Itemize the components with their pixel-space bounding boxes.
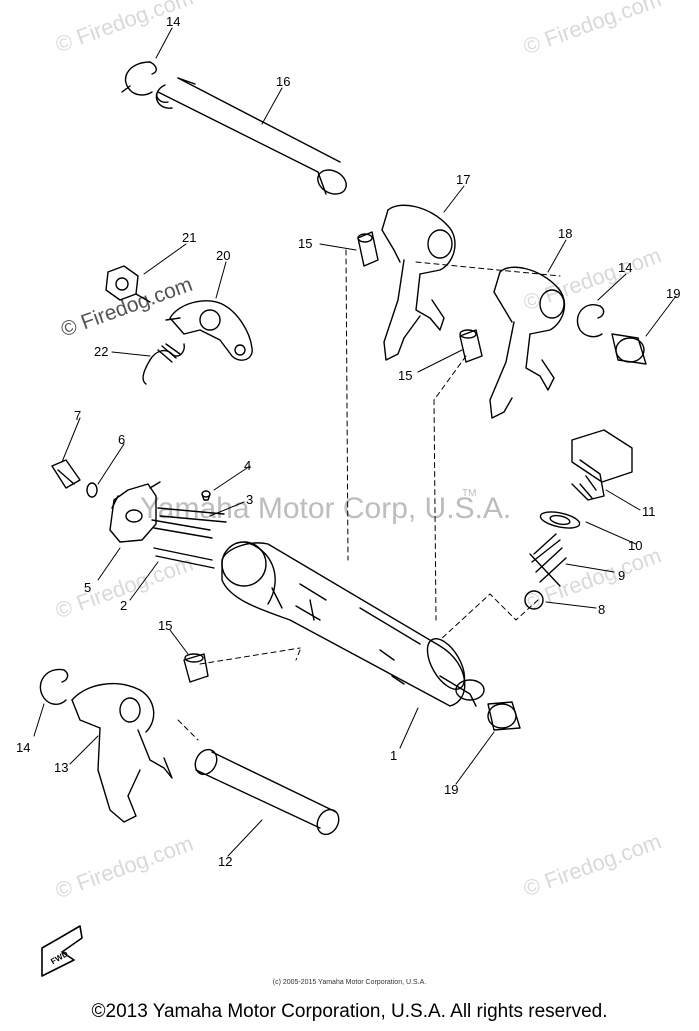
spring-9: [529, 533, 567, 587]
pin-4: [201, 490, 211, 501]
shift-fork-13: [71, 683, 173, 823]
callout-20: 20: [216, 248, 230, 263]
guide-pin-15a: [357, 231, 379, 267]
callout-14b: 14: [618, 260, 632, 275]
callout-14c: 14: [16, 740, 30, 755]
bushing-19a: [611, 333, 647, 365]
circlip-right: [576, 304, 605, 338]
shift-rod-upper: [155, 77, 347, 195]
callout-17: 17: [456, 172, 470, 187]
spring-22: [142, 343, 186, 385]
washer-6: [86, 482, 98, 498]
shift-cam-1: [221, 541, 485, 707]
segment-plate-5: [109, 481, 161, 543]
assembly-lines: [177, 249, 561, 741]
circlip-upper: [121, 61, 157, 96]
callout-9: 9: [618, 568, 625, 583]
callout-21: 21: [182, 230, 196, 245]
bolt-11: [571, 429, 633, 501]
footer-copyright: ©2013 Yamaha Motor Corporation, U.S.A. A…: [91, 1001, 608, 1022]
bushing-19b: [487, 701, 521, 731]
callout-19a: 19: [666, 286, 680, 301]
callout-22: 22: [94, 344, 108, 359]
callout-11: 11: [642, 504, 656, 519]
fwd-arrow-icon: [41, 925, 83, 977]
ball-8: [524, 590, 544, 610]
pins-3: [151, 507, 227, 539]
callout-labels: 14 16 17 15 21 20 18 14 19 22 15 7 6 4 3…: [16, 14, 680, 966]
callout-4: 4: [244, 458, 251, 473]
shift-rod-lower: [194, 748, 340, 836]
callout-5: 5: [84, 580, 91, 595]
callout-2: 2: [120, 598, 127, 613]
guide-pin-15c: [183, 653, 209, 683]
guide-pin-15b: [459, 329, 483, 363]
callout-7: 7: [74, 408, 81, 423]
washer-10: [539, 511, 581, 529]
watermark-tm: TM: [462, 488, 477, 499]
shift-fork-18: [489, 266, 566, 419]
callout-18: 18: [558, 226, 572, 241]
callout-13: 13: [54, 760, 68, 775]
pin-2: [153, 547, 215, 569]
callout-19b: 19: [444, 782, 458, 797]
callout-6: 6: [118, 432, 125, 447]
callout-3: 3: [246, 492, 253, 507]
screw-7: [51, 459, 81, 489]
callout-8: 8: [598, 602, 605, 617]
nut-21: [105, 265, 151, 303]
shift-fork-17: [381, 204, 456, 361]
leader-lines: [33, 27, 677, 857]
callout-15a: 15: [298, 236, 312, 251]
stopper-lever-20: [165, 300, 253, 361]
copyright-small: (c) 2005-2015 Yamaha Motor Corporation, …: [272, 979, 427, 986]
callout-10: 10: [628, 538, 642, 553]
callout-15c: 15: [158, 618, 172, 633]
callout-12: 12: [218, 854, 232, 869]
callout-1: 1: [390, 748, 397, 763]
callout-14a: 14: [166, 14, 180, 29]
circlip-lower: [39, 668, 69, 705]
callout-16: 16: [276, 74, 290, 89]
callout-15b: 15: [398, 368, 412, 383]
